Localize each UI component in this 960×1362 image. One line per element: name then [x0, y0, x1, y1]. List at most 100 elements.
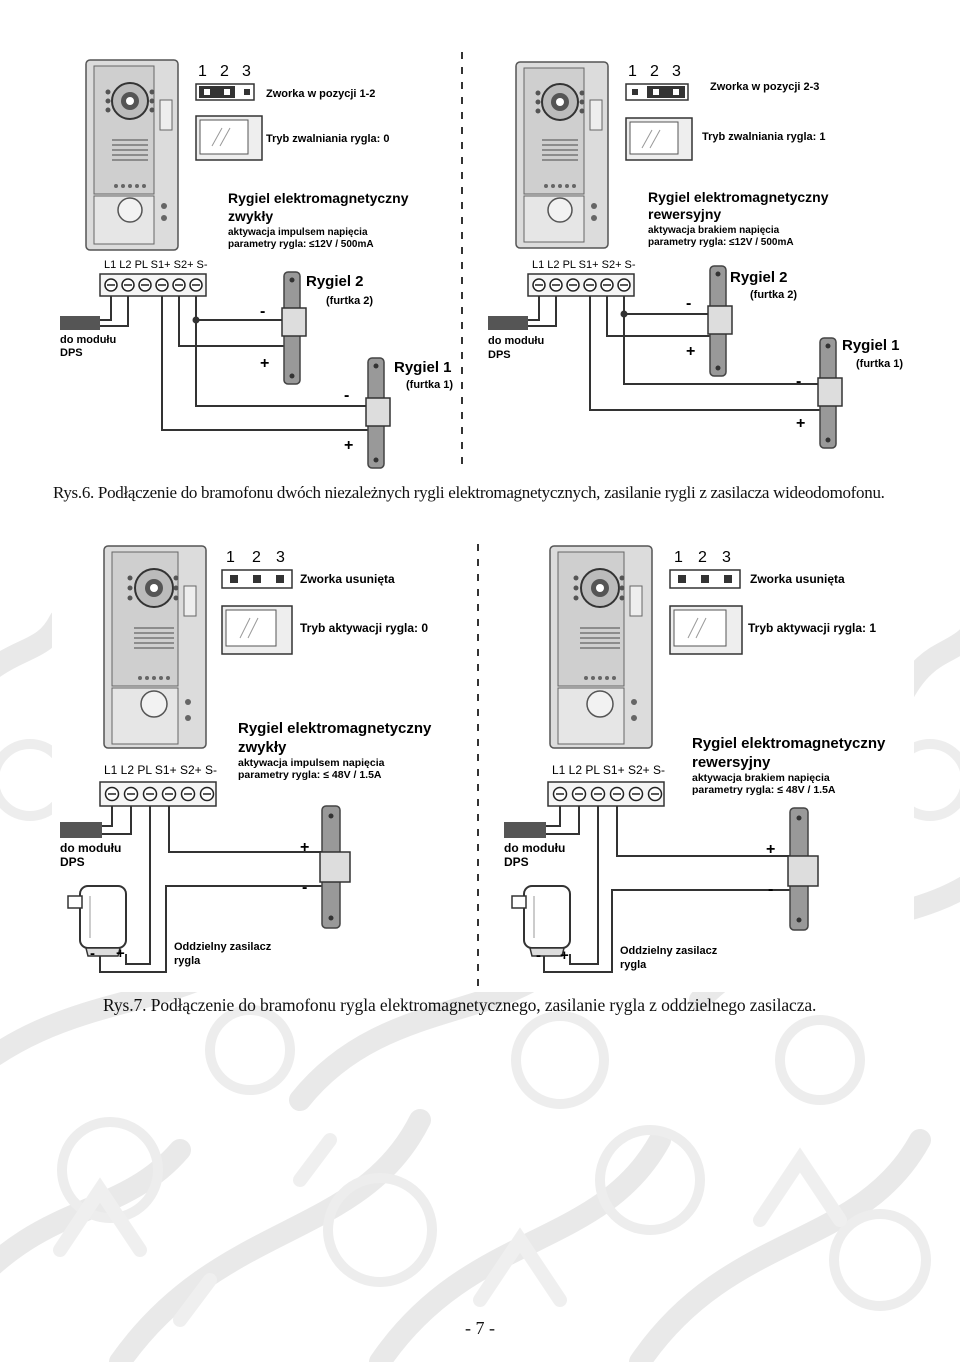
svg-text:1: 1: [226, 549, 235, 566]
jumper-block: 1 2 3 Zworka usunięta: [669, 549, 845, 589]
terminal-block: [527, 273, 635, 297]
svg-text:2: 2: [698, 549, 707, 566]
svg-text:parametry rygla: ≤ 48V / 1.5A: parametry rygla: ≤ 48V / 1.5A: [692, 784, 836, 796]
figure-7-diagram: 1 2 3 Zworka usunięta Tryb aktywacji ryg…: [52, 542, 914, 992]
svg-text:aktywacja brakiem napięcia: aktywacja brakiem napięcia: [648, 225, 780, 236]
svg-text:(furtka 2): (furtka 2): [750, 289, 797, 301]
svg-text:+: +: [686, 343, 695, 360]
lock: [319, 805, 351, 929]
svg-text:DPS: DPS: [504, 855, 529, 869]
svg-text:2: 2: [220, 63, 229, 80]
svg-text:Tryb zwalniania rygla: 1: Tryb zwalniania rygla: 1: [702, 131, 826, 143]
svg-text:Rygiel 2: Rygiel 2: [306, 273, 364, 290]
monitor-icon: Tryb aktywacji rygla: 0: [221, 605, 428, 655]
svg-text:Oddzielny zasilacz: Oddzielny zasilacz: [174, 941, 272, 953]
svg-text:rygla: rygla: [620, 959, 647, 971]
svg-text:3: 3: [276, 549, 285, 566]
svg-text:-: -: [686, 295, 691, 312]
svg-text:(furtka 1): (furtka 1): [406, 379, 453, 391]
monitor-icon: Tryb zwalniania rygla: 1: [625, 117, 826, 161]
terminal-block: [99, 273, 207, 297]
svg-text:-: -: [768, 881, 773, 898]
svg-text:Rygiel elektromagnetyczny: Rygiel elektromagnetyczny: [692, 735, 886, 752]
power-adapter: [67, 885, 127, 957]
jumper-block: 1 2 3 Zworka w pozycji 1-2: [195, 63, 375, 101]
svg-text:Zworka usunięta: Zworka usunięta: [300, 572, 395, 586]
figure-6-diagram: 1 2 3 Zworka w pozycji 1-2 Tryb zwalnian…: [52, 48, 914, 470]
svg-text:rygla: rygla: [174, 955, 201, 967]
svg-text:+: +: [560, 947, 569, 964]
lock: [787, 807, 819, 931]
svg-text:-: -: [302, 879, 307, 896]
svg-text:Rygiel 1: Rygiel 1: [842, 337, 900, 354]
svg-text:-: -: [260, 303, 265, 320]
svg-text:1: 1: [198, 63, 207, 80]
svg-text:3: 3: [242, 63, 251, 80]
svg-text:aktywacja brakiem napięcia: aktywacja brakiem napięcia: [692, 772, 830, 784]
svg-text:-: -: [796, 373, 801, 390]
svg-text:2: 2: [252, 549, 261, 566]
svg-text:+: +: [766, 841, 775, 858]
svg-text:L1 L2 PL S1+ S2+ S-: L1 L2 PL S1+ S2+ S-: [104, 763, 217, 777]
terminal-block: [99, 781, 217, 807]
intercom-panel: [549, 545, 653, 749]
svg-text:L1 L2 PL S1+ S2+ S-: L1 L2 PL S1+ S2+ S-: [104, 259, 208, 271]
svg-text:DPS: DPS: [60, 347, 83, 359]
intercom-panel: [85, 59, 179, 251]
svg-text:Rygiel elektromagnetyczny: Rygiel elektromagnetyczny: [238, 720, 432, 737]
svg-text:aktywacja impulsem napięcia: aktywacja impulsem napięcia: [238, 757, 385, 769]
svg-text:-: -: [536, 947, 541, 964]
intercom-panel: [103, 545, 207, 749]
svg-text:Rygiel 1: Rygiel 1: [394, 359, 452, 376]
svg-text:Rygiel elektromagnetyczny: Rygiel elektromagnetyczny: [228, 190, 409, 206]
svg-text:Zworka w pozycji 2-3: Zworka w pozycji 2-3: [710, 81, 819, 93]
terminal-block: [547, 781, 665, 807]
svg-text:+: +: [796, 415, 805, 432]
svg-text:parametry rygla: ≤ 48V / 1.5A: parametry rygla: ≤ 48V / 1.5A: [238, 769, 382, 781]
svg-text:do modułu: do modułu: [60, 841, 121, 855]
svg-text:zwykły: zwykły: [228, 208, 273, 224]
svg-text:1: 1: [628, 63, 637, 80]
lock-2: [281, 271, 307, 385]
lock-1: [365, 357, 391, 469]
svg-text:Zworka usunięta: Zworka usunięta: [750, 572, 845, 586]
svg-text:zwykły: zwykły: [238, 739, 287, 756]
svg-text:+: +: [344, 437, 353, 454]
power-adapter: [511, 885, 571, 957]
svg-text:Rygiel elektromagnetyczny: Rygiel elektromagnetyczny: [648, 189, 829, 205]
svg-text:L1 L2 PL S1+ S2+ S-: L1 L2 PL S1+ S2+ S-: [532, 259, 636, 271]
svg-text:(furtka 1): (furtka 1): [856, 358, 903, 370]
svg-text:3: 3: [722, 549, 731, 566]
svg-text:do modułu: do modułu: [60, 334, 116, 346]
svg-text:do modułu: do modułu: [504, 841, 565, 855]
svg-text:Oddzielny zasilacz: Oddzielny zasilacz: [620, 945, 718, 957]
svg-text:1: 1: [674, 549, 683, 566]
svg-text:+: +: [116, 945, 125, 962]
monitor-icon: Tryb aktywacji rygla: 1: [669, 605, 876, 655]
monitor-icon: Tryb zwalniania rygla: 0: [195, 115, 390, 161]
svg-text:Rygiel 2: Rygiel 2: [730, 269, 788, 286]
svg-text:L1 L2 PL S1+ S2+ S-: L1 L2 PL S1+ S2+ S-: [552, 763, 665, 777]
svg-text:rewersyjny: rewersyjny: [692, 754, 771, 771]
svg-text:Tryb aktywacji rygla: 1: Tryb aktywacji rygla: 1: [748, 621, 876, 635]
svg-text:DPS: DPS: [488, 349, 511, 361]
svg-text:-: -: [344, 387, 349, 404]
lock-1: [817, 337, 843, 449]
svg-text:parametry rygla: ≤12V / 500mA: parametry rygla: ≤12V / 500mA: [228, 239, 374, 250]
svg-text:parametry rygla: ≤12V / 500mA: parametry rygla: ≤12V / 500mA: [648, 237, 794, 248]
figure-6-caption: Rys.6. Podłączenie do bramofonu dwóch ni…: [53, 483, 885, 502]
svg-text:Zworka w pozycji 1-2: Zworka w pozycji 1-2: [266, 88, 375, 100]
jumper-block: 1 2 3 Zworka usunięta: [221, 549, 395, 589]
svg-text:(furtka 2): (furtka 2): [326, 295, 373, 307]
svg-text:Tryb aktywacji rygla: 0: Tryb aktywacji rygla: 0: [300, 621, 428, 635]
svg-text:2: 2: [650, 63, 659, 80]
svg-text:+: +: [260, 355, 269, 372]
figure-7-caption: Rys.7. Podłączenie do bramofonu rygla el…: [103, 995, 817, 1015]
jumper-block: 1 2 3 Zworka w pozycji 2-3: [625, 63, 819, 101]
svg-text:do modułu: do modułu: [488, 335, 544, 347]
svg-text:aktywacja impulsem napięcia: aktywacja impulsem napięcia: [228, 227, 368, 238]
svg-text:-: -: [90, 945, 95, 962]
svg-text:DPS: DPS: [60, 855, 85, 869]
svg-text:Tryb zwalniania rygla: 0: Tryb zwalniania rygla: 0: [266, 133, 390, 145]
page-number: - 7 -: [465, 1318, 495, 1338]
